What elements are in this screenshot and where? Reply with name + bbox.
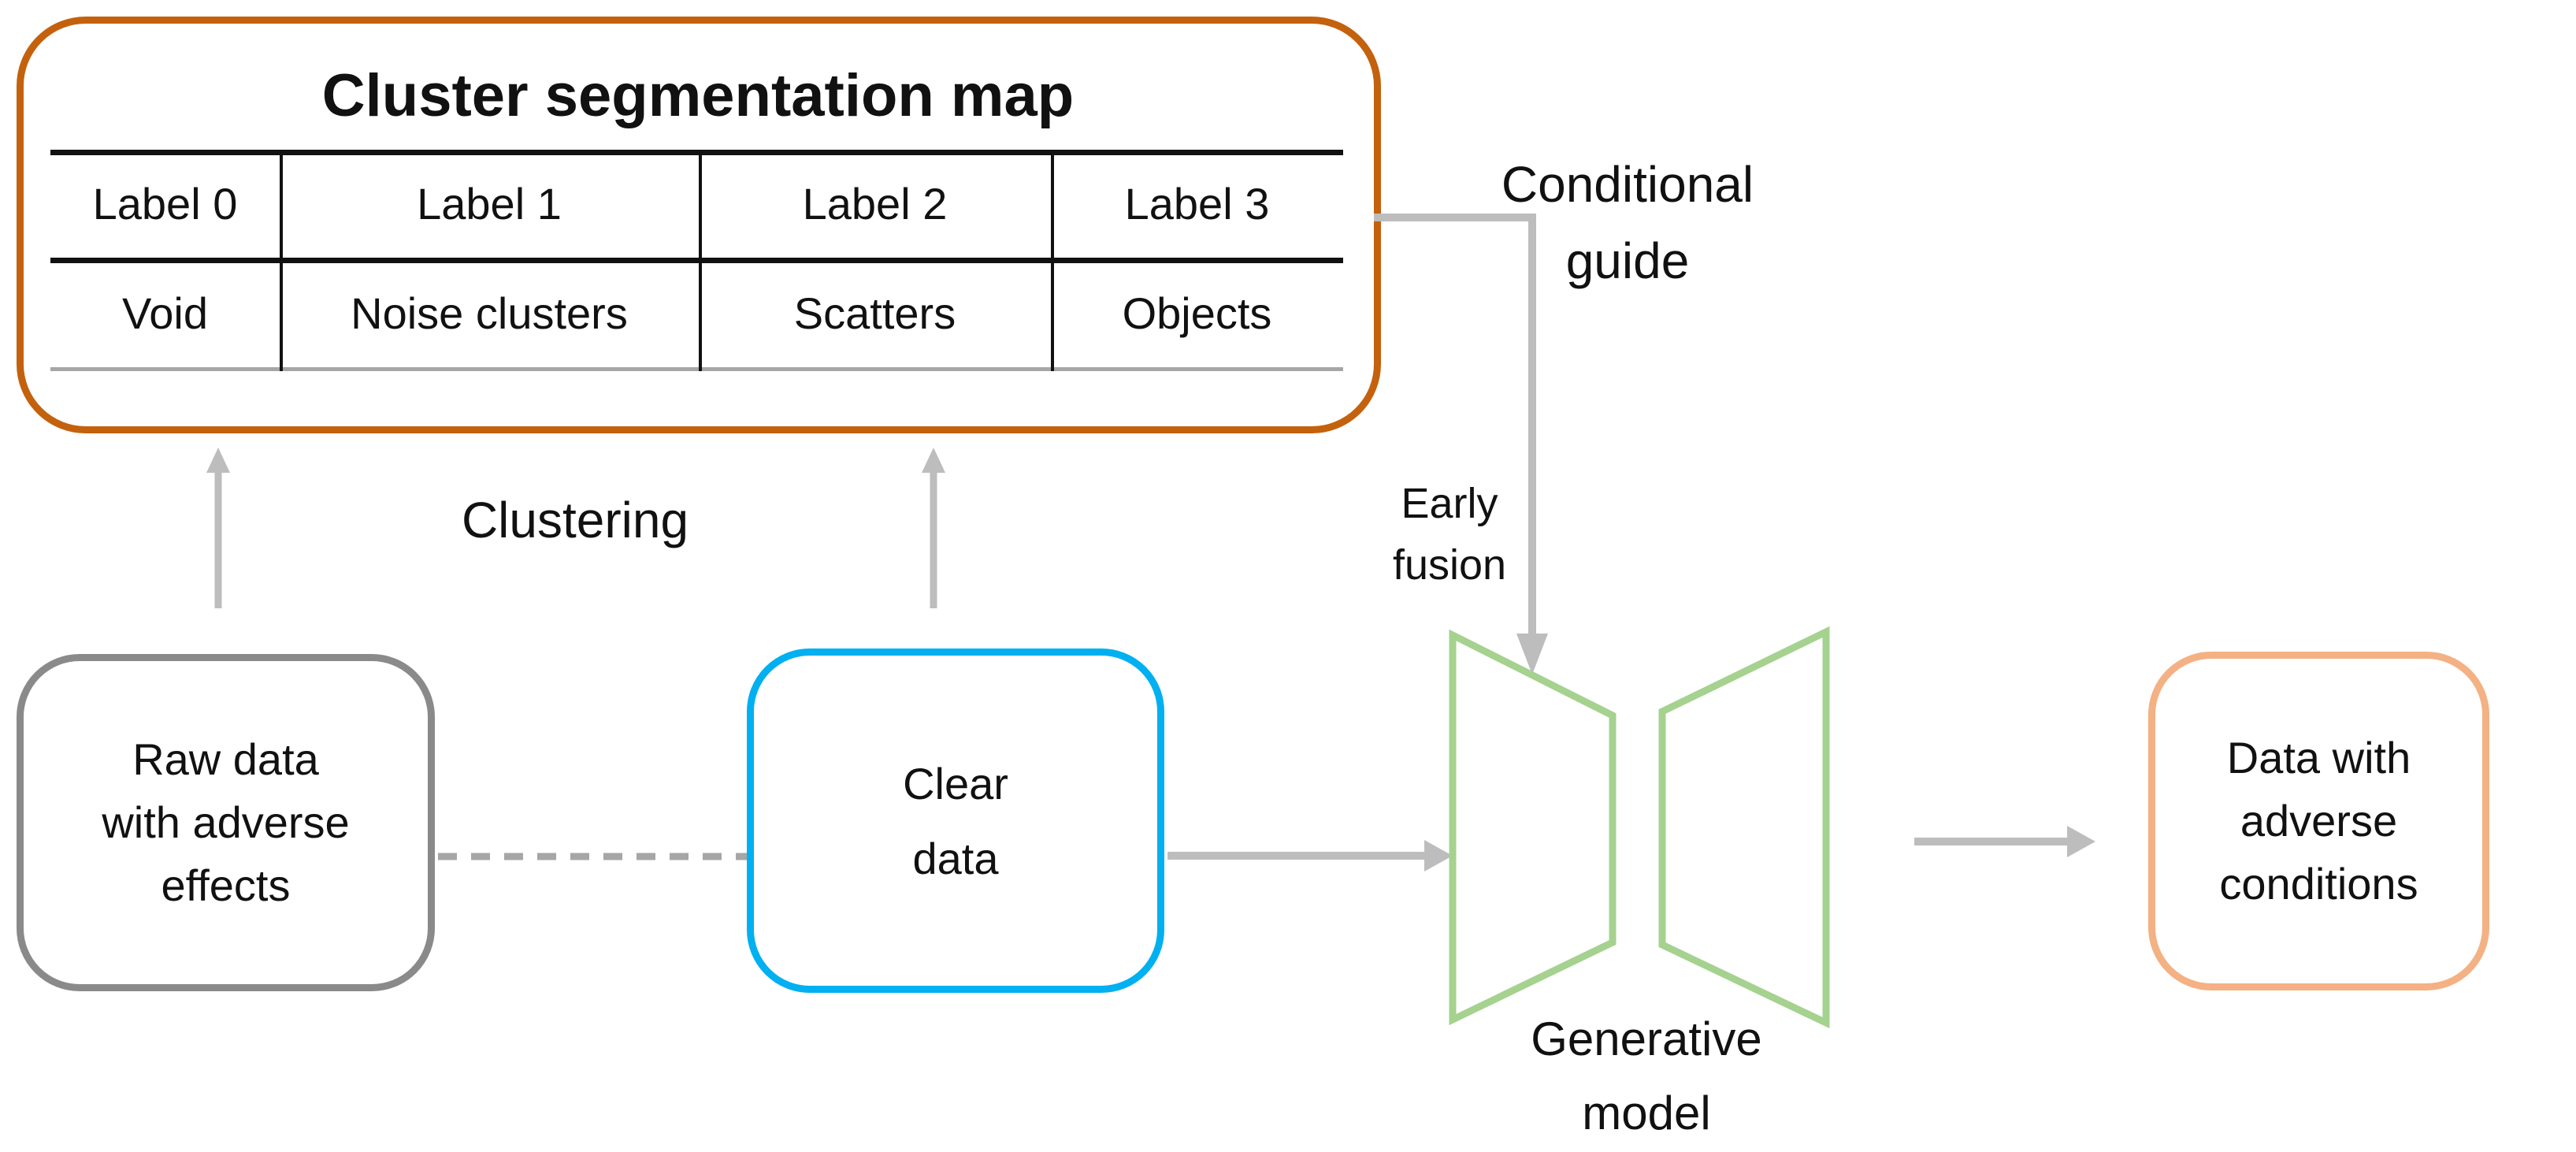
table-divider-3 [1051,150,1054,371]
table-rule-top [50,150,1343,155]
clustering-label: Clustering [461,492,689,548]
conditional-guide-arrowhead-icon [1516,634,1548,674]
table-value-cell: Noise clusters [351,288,628,338]
model-to-output-arrowhead-icon [2067,826,2095,857]
output-data-line: conditions [2219,859,2418,909]
clear-to-model-arrowhead-icon [1424,840,1453,871]
early-fusion-line: Early [1401,480,1498,527]
conditional-guide-line: Conditional [1501,156,1754,213]
decoder-trapezoid-icon [1658,626,1830,1029]
raw-data-line: with adverse [102,797,350,847]
clear-data-line: Clear [903,758,1008,808]
table-header-cell: Label 0 [92,179,238,229]
table-header-cell: Label 1 [417,179,562,229]
conditional-guide-line: guide [1565,232,1690,289]
table-rule-bottom [50,367,1343,371]
raw-data-line: Raw data [132,734,319,784]
encoder-trapezoid-icon [1449,629,1616,1026]
clear-to-map-arrowhead-icon [922,448,945,473]
generative-model-label: Generative model [1410,1002,1883,1150]
table-value-cell: Scatters [793,288,956,338]
raw-to-map-arrowhead-icon [206,448,230,473]
generative-model-line: Generative [1531,1013,1762,1065]
clear-data-line: data [912,833,999,883]
table-value-cell: Objects [1122,288,1272,338]
table-divider-2 [699,150,702,371]
table-rule-middle [50,258,1343,263]
generative-model-line: model [1582,1087,1711,1139]
table-divider-1 [280,150,283,371]
table-value-cell: Void [122,288,208,338]
table-header-cell: Label 3 [1124,179,1270,229]
cluster-map-title: Cluster segmentation map [321,62,1075,129]
raw-data-line: effects [161,860,291,910]
early-fusion-line: fusion [1392,541,1507,589]
early-fusion-label: Early fusion [1292,473,1607,596]
clear-data-node: Clear data [747,648,1164,993]
conditional-guide-label: Conditional guide [1446,147,1809,299]
table-header-cell: Label 2 [802,179,948,229]
raw-data-node: Raw data with adverse effects [17,654,435,991]
output-data-line: Data with [2226,733,2411,782]
conditional-guide-connector [1374,214,1536,635]
output-data-line: adverse [2240,796,2398,845]
output-data-node: Data with adverse conditions [2148,652,2489,990]
